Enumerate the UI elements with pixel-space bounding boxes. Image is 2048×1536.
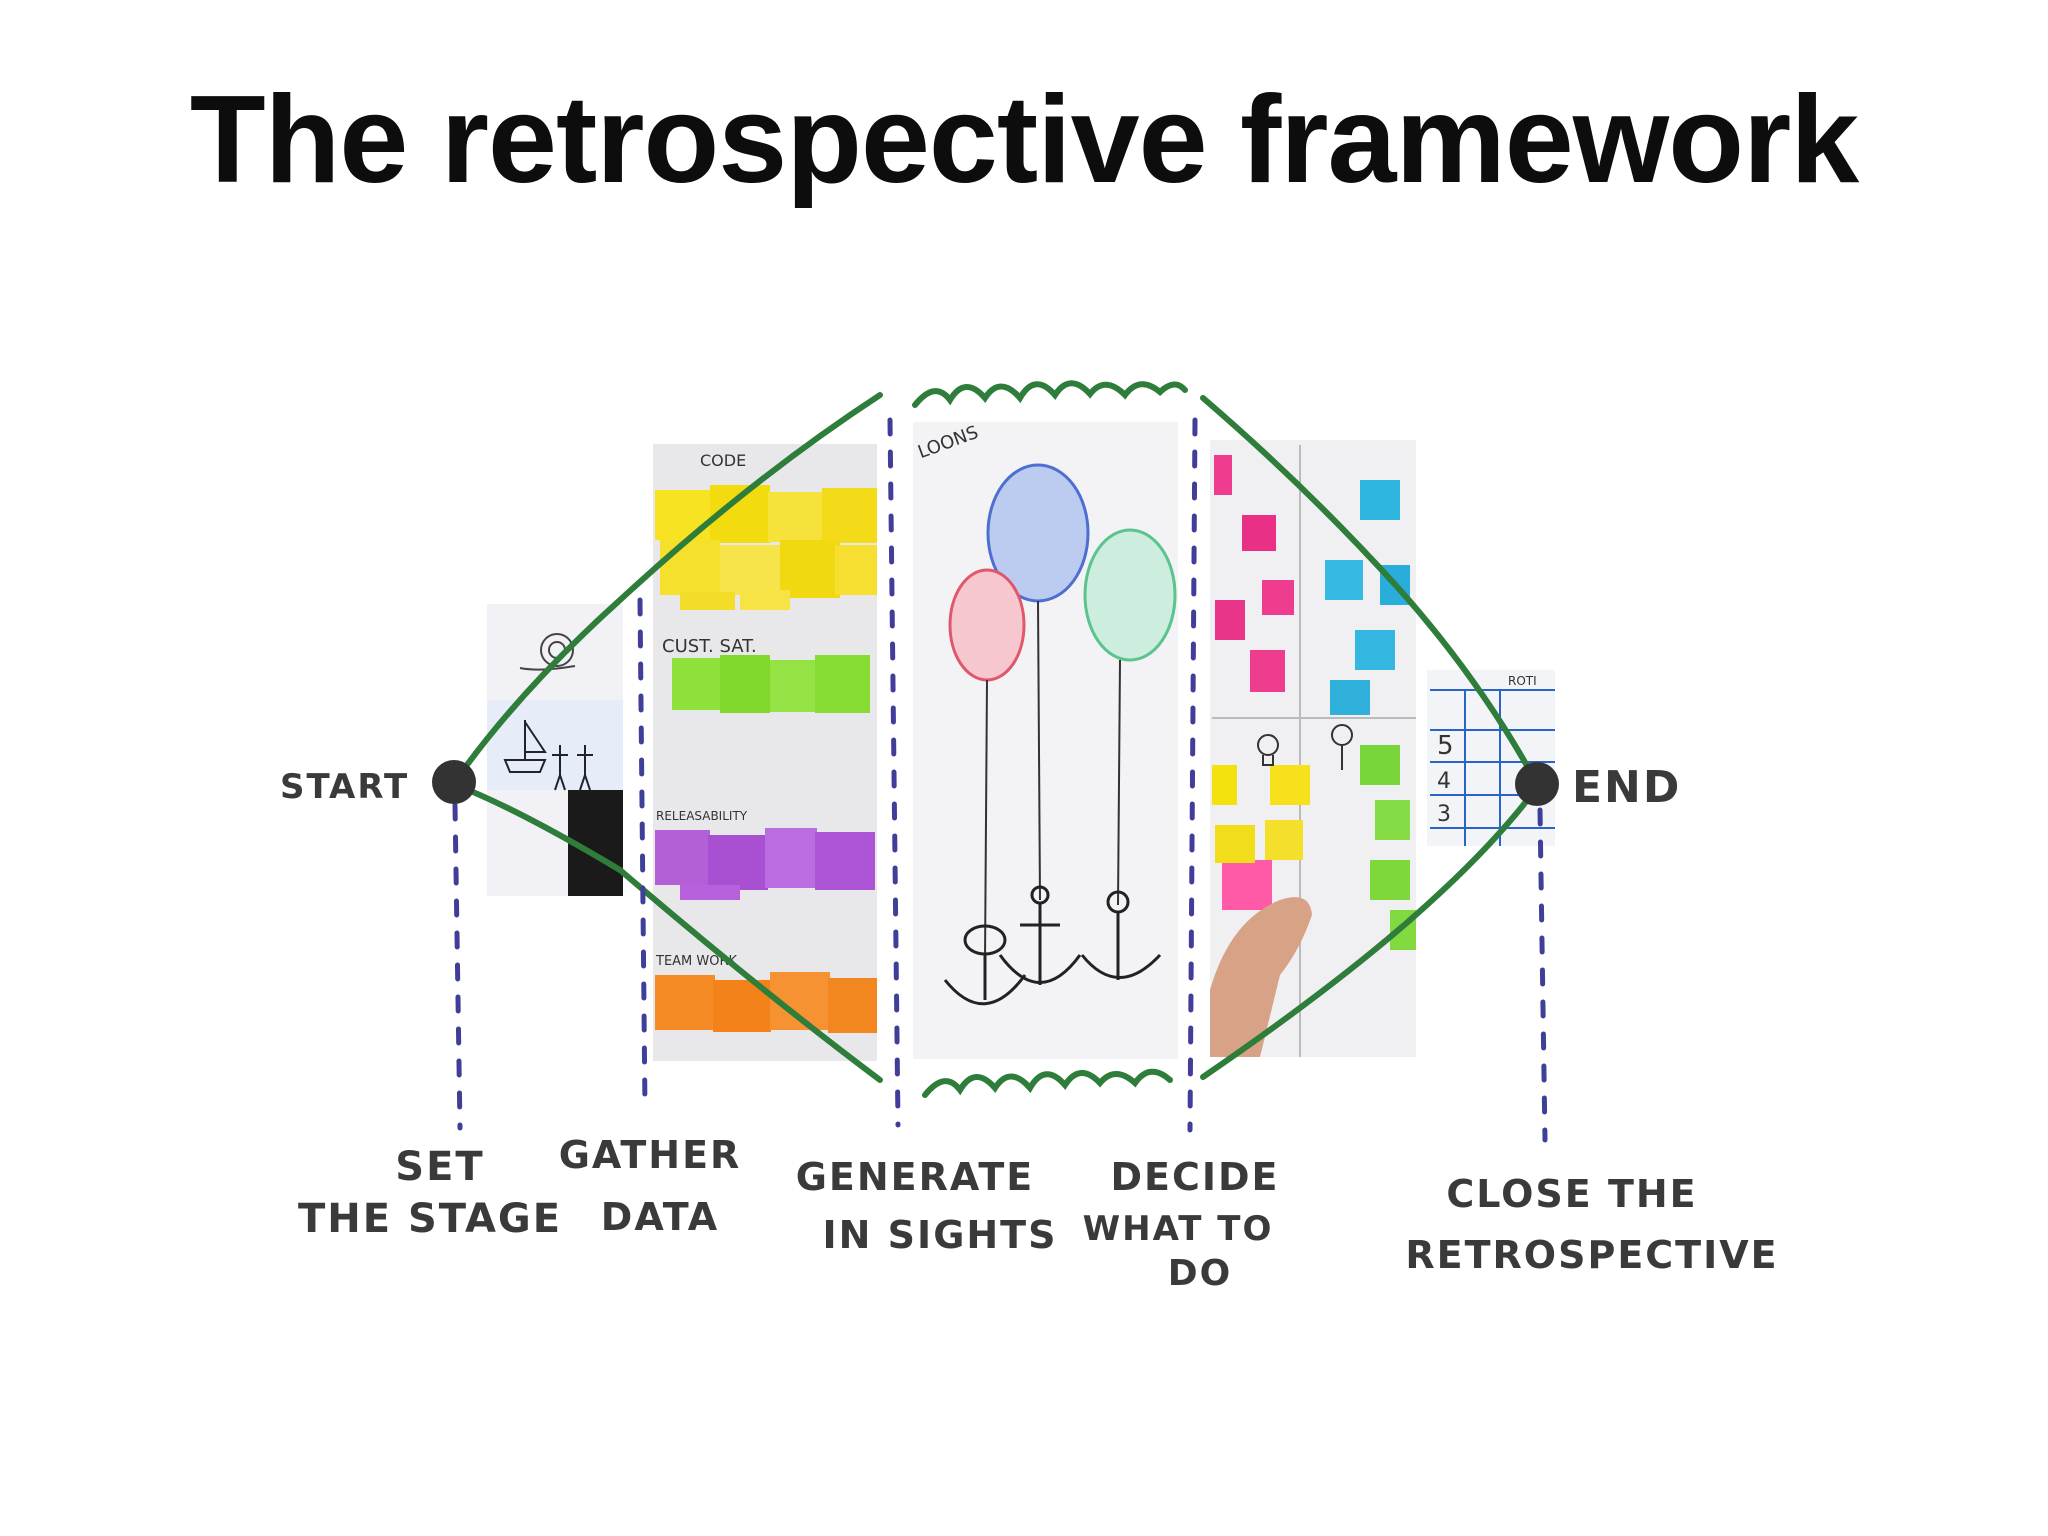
phase-label-decide-what-to-do: DECIDE WHAT TO DO — [1083, 1155, 1279, 1294]
phase-label-line: GATHER — [559, 1133, 742, 1177]
gather-data-photo: CODE CUST. SAT. RELEASABILITY TEAM WORK — [653, 444, 877, 1061]
page-title: The retrospective framework — [189, 71, 1859, 209]
phase-label-gather-data: GATHER DATA — [559, 1133, 742, 1239]
phase-label-line: CLOSE THE — [1446, 1172, 1697, 1216]
roti-score-3: 3 — [1437, 802, 1451, 827]
generate-insights-photo: LOONS — [913, 422, 1178, 1059]
phase-label-line: RETROSPECTIVE — [1405, 1233, 1778, 1277]
balloon-sketch-icon — [948, 463, 1177, 961]
anchor-sketch-icon — [943, 885, 1162, 1006]
phase-label-generate-insights: GENERATE IN SIGHTS — [796, 1155, 1058, 1257]
squiggle-top — [912, 380, 1188, 408]
code-label: CODE — [700, 451, 746, 470]
sailboat-sketch-icon — [503, 720, 593, 791]
set-the-stage-photo — [487, 604, 623, 896]
phase-label-line: SET — [395, 1144, 484, 1190]
sticky-notes-purple — [655, 828, 875, 900]
decide-what-to-do-photo — [1210, 440, 1416, 1057]
roti-score-4: 4 — [1437, 769, 1451, 794]
end-dot — [1515, 762, 1559, 806]
phase-label-line: DATA — [601, 1195, 719, 1239]
sticky-notes-pink — [1214, 455, 1294, 910]
phase-label-set-the-stage: SET THE STAGE — [298, 1144, 562, 1242]
roti-label: ROTI — [1508, 674, 1537, 688]
lightbulb-sketch-icon — [1257, 724, 1353, 770]
phase-label-line: DECIDE — [1110, 1155, 1279, 1199]
sticky-notes-orange — [655, 972, 877, 1033]
squiggle-bottom — [922, 1068, 1173, 1098]
phase-label-line: WHAT TO — [1083, 1209, 1274, 1249]
phase-label-line: GENERATE — [796, 1155, 1035, 1199]
start-label: START — [280, 767, 409, 807]
end-label: END — [1572, 762, 1681, 813]
sticky-notes-yellow — [655, 485, 877, 610]
hand-photo-icon — [1210, 897, 1312, 1057]
sticky-notes-green — [672, 655, 870, 713]
close-retrospective-photo: ROTI 5 4 3 — [1427, 670, 1555, 846]
roti-score-5: 5 — [1437, 731, 1454, 761]
phase-dashes — [452, 417, 1548, 1143]
cust-sat-label: CUST. SAT. — [662, 636, 757, 657]
phase-label-line: DO — [1168, 1253, 1233, 1294]
phase-label-line: THE STAGE — [298, 1196, 562, 1242]
releasability-label: RELEASABILITY — [656, 809, 748, 823]
team-work-label: TEAM WORK — [655, 954, 738, 969]
start-dot — [432, 760, 476, 804]
phase-label-line: IN SIGHTS — [823, 1213, 1058, 1257]
phase-label-close-the-retrospective: CLOSE THE RETROSPECTIVE — [1405, 1172, 1778, 1277]
sticky-notes-cyan — [1325, 480, 1410, 715]
